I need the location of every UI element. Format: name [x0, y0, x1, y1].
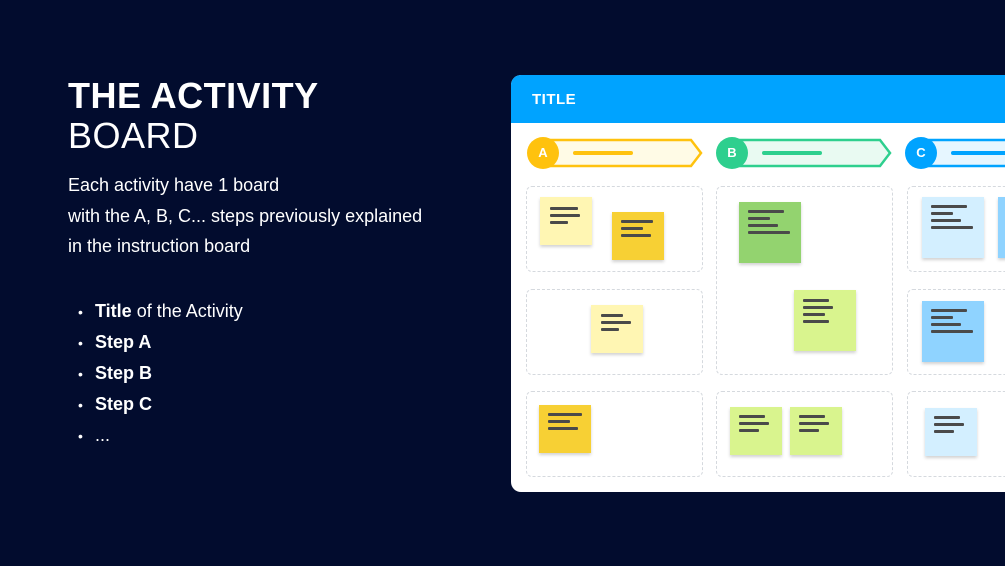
description-line-1: Each activity have 1 board	[68, 175, 280, 195]
step-badge-b: B	[716, 137, 748, 169]
activity-board: TITLE A B C	[511, 75, 1005, 492]
sticky-note	[540, 197, 592, 245]
sticky-note	[739, 202, 801, 263]
bullet-item-step-b: •Step B	[78, 358, 243, 389]
description: Each activity have 1 board with the A, B…	[68, 170, 478, 262]
sticky-note	[998, 197, 1005, 258]
sticky-note	[612, 212, 664, 260]
bullet-item-step-c: •Step C	[78, 389, 243, 420]
step-badge-c: C	[905, 137, 937, 169]
step-banner-a: A	[527, 137, 703, 169]
description-line-2: with the A, B, C... steps previously exp…	[68, 205, 423, 226]
sticky-note	[790, 407, 842, 455]
board-header: TITLE	[511, 75, 1005, 123]
sticky-note	[539, 405, 591, 453]
heading-line-1: THE ACTIVITY	[68, 75, 319, 116]
bullet-list: •Title of the Activity •Step A •Step B •…	[78, 296, 243, 451]
step-banner-c: C	[905, 137, 1005, 169]
bullet-item-step-a: •Step A	[78, 327, 243, 358]
board-cell-a3	[526, 391, 703, 477]
bullet-item-more: •...	[78, 420, 243, 451]
step-banner-b: B	[716, 137, 892, 169]
step-badge-a: A	[527, 137, 559, 169]
sticky-note	[730, 407, 782, 455]
board-cell-b1	[716, 186, 893, 375]
sticky-note	[925, 408, 977, 456]
sticky-note	[794, 290, 856, 351]
sticky-note	[591, 305, 643, 353]
sticky-note	[922, 301, 984, 362]
board-cell-b2	[716, 391, 893, 477]
board-cell-c2	[907, 289, 1005, 375]
board-cell-a2	[526, 289, 703, 375]
bullet-dot: •	[78, 397, 83, 413]
bullet-item-title: •Title of the Activity	[78, 296, 243, 327]
sticky-note	[922, 197, 984, 258]
board-cell-c3	[907, 391, 1005, 477]
description-line-3: in the instruction board	[68, 236, 251, 256]
bullet-dot: •	[78, 366, 83, 382]
bullet-dot: •	[78, 335, 83, 351]
board-cell-a1	[526, 186, 703, 272]
board-cell-c1	[907, 186, 1005, 272]
heading-line-2: BOARD	[68, 115, 199, 156]
board-title: TITLE	[532, 91, 577, 108]
bullet-dot: •	[78, 428, 83, 444]
bullet-dot: •	[78, 304, 83, 320]
slide-heading: THE ACTIVITY BOARD	[68, 76, 319, 156]
